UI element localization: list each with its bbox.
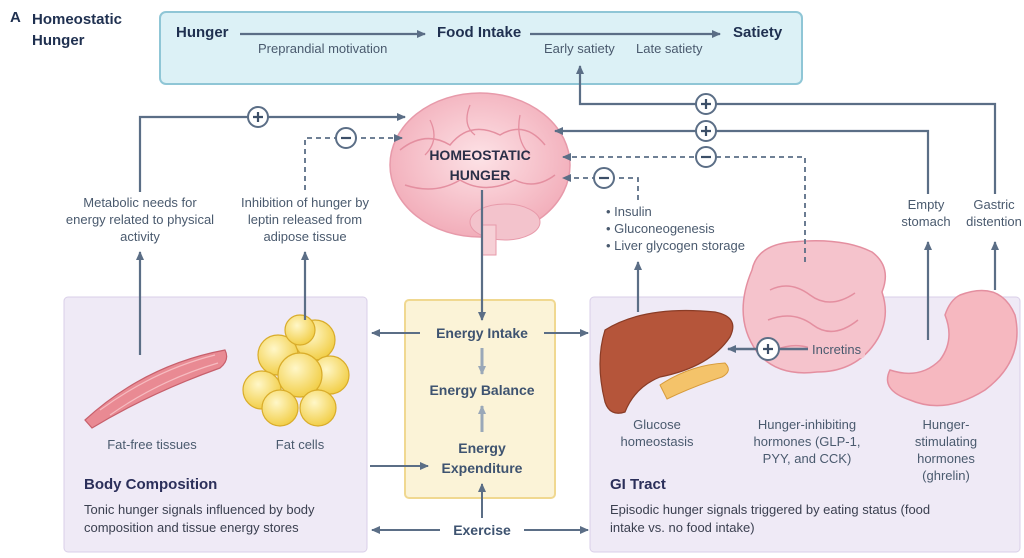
label-hunger-stimulating: Hunger-stimulating hormones (ghrelin) — [914, 417, 978, 483]
bullet-gluconeogenesis: Gluconeogenesis — [606, 220, 745, 237]
label-preprandial: Preprandial motivation — [258, 41, 388, 56]
arrow-liver-to-brain — [562, 174, 639, 200]
label-gastric-distention: Gastric distention — [966, 197, 1022, 229]
brain-label-line2: HUNGER — [449, 167, 511, 183]
label-exercise: Exercise — [440, 522, 524, 538]
label-incretins: Incretins — [808, 341, 866, 358]
label-late-satiety: Late satiety — [636, 41, 703, 56]
label-satiety: Satiety — [733, 24, 783, 41]
brain-label-line1: HOMEOSTATIC — [429, 147, 531, 163]
fat-cells-illustration — [242, 314, 350, 427]
figure-label: A Homeostatic Hunger — [10, 9, 150, 49]
energy-balance-box — [404, 299, 556, 499]
liver-illustration — [599, 309, 734, 414]
arrow-distention-to-satiety — [576, 65, 997, 194]
label-energy-balance: Energy Balance — [429, 382, 535, 398]
brain-illustration — [389, 92, 571, 256]
top-bar-box — [159, 11, 803, 85]
brain-label: HOMEOSTATIC HUNGER — [410, 145, 550, 185]
arrow-metabolic-to-brain — [138, 113, 406, 192]
figure-title: Homeostatic Hunger — [32, 11, 123, 49]
label-food-intake: Food Intake — [437, 24, 522, 41]
gi-tract-description: Episodic hunger signals triggered by eat… — [610, 502, 931, 535]
label-energy-intake: Energy Intake — [420, 325, 544, 341]
body-composition-description: Tonic hunger signals influenced by body … — [84, 502, 315, 535]
bullet-insulin: Insulin — [606, 203, 745, 220]
label-early-satiety: Early satiety — [544, 41, 615, 56]
label-fat-free-tissues: Fat-free tissues — [107, 437, 197, 452]
label-leptin: Inhibition of hunger by leptin released … — [241, 195, 369, 244]
figure-letter: A — [10, 9, 21, 26]
bullet-liver-glycogen: Liver glycogen storage — [606, 237, 745, 254]
muscle-illustration — [84, 349, 228, 429]
label-glucose-homeostasis: Glucose homeostasis — [620, 417, 694, 449]
label-empty-stomach: Empty stomach — [901, 197, 951, 229]
label-hunger: Hunger — [176, 24, 229, 41]
gi-tract-title: GI Tract — [610, 476, 666, 493]
label-energy-expenditure: Energy Expenditure — [441, 440, 523, 476]
label-metabolic-needs: Metabolic needs for energy related to ph… — [65, 195, 215, 244]
label-fat-cells: Fat cells — [275, 437, 325, 452]
arrow-empty-stomach-to-brain — [554, 127, 930, 194]
label-hunger-inhibiting: Hunger-inhibiting hormones (GLP-1, PYY, … — [753, 417, 861, 466]
body-composition-title: Body Composition — [84, 476, 218, 493]
stomach-illustration — [886, 289, 1018, 407]
liver-signal-list: Insulin Gluconeogenesis Liver glycogen s… — [606, 203, 745, 254]
